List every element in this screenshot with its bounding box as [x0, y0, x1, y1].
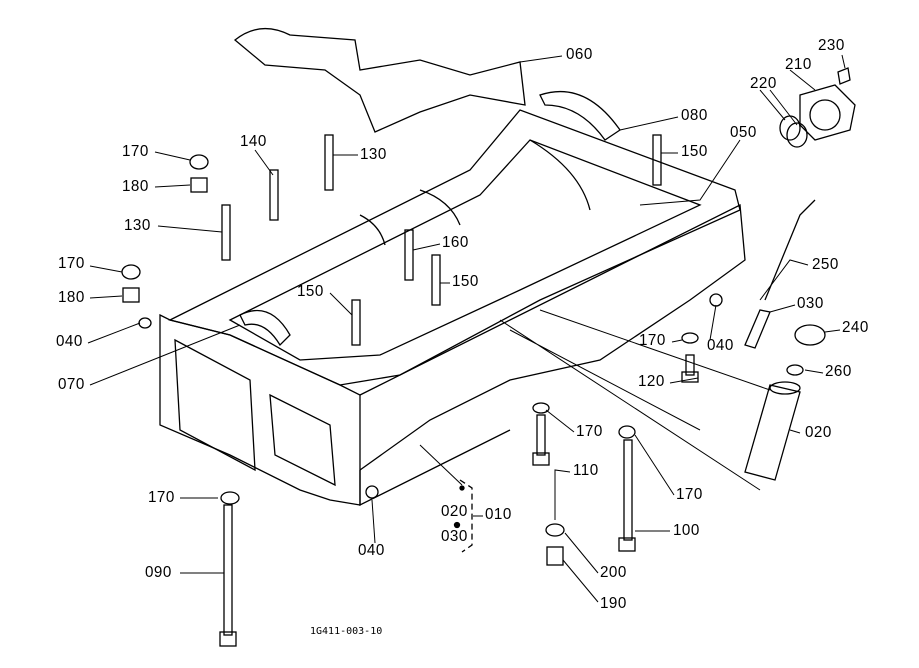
pan-side-wall: [359, 203, 746, 471]
pan-front-face: [159, 313, 361, 506]
callout-160: 160: [442, 234, 469, 251]
callout-030: 030: [441, 528, 468, 545]
o-ring: [779, 115, 801, 141]
callout-120: 120: [638, 373, 665, 390]
callout-210: 210: [785, 56, 812, 73]
callout-110: 110: [573, 462, 599, 479]
engine-block-outline: [233, 28, 526, 133]
callout-090: 090: [145, 564, 172, 581]
callout-140: 140: [240, 133, 267, 150]
callout-170: 170: [676, 486, 703, 503]
callout-200: 200: [600, 564, 627, 581]
callout-130: 130: [360, 146, 387, 163]
leader-lines: [87, 54, 846, 603]
callout-030: 030: [797, 295, 824, 312]
bearing-cap-070: [239, 309, 291, 347]
callout-070: 070: [58, 376, 85, 393]
callout-180: 180: [58, 289, 85, 306]
dipstick: [744, 199, 816, 349]
callout-150: 150: [297, 283, 324, 300]
front-opening: [174, 338, 256, 472]
studs: [221, 134, 662, 346]
cover-flange: [799, 84, 856, 141]
callout-220: 220: [750, 75, 777, 92]
callout-250: 250: [812, 256, 839, 273]
callout-170: 170: [148, 489, 175, 506]
callout-170: 170: [58, 255, 85, 272]
callout-050: 050: [730, 124, 757, 141]
callout-190: 190: [600, 595, 627, 612]
filler-pipe: [744, 384, 801, 481]
callout-180: 180: [122, 178, 149, 195]
callout-060: 060: [566, 46, 593, 63]
callout-170: 170: [576, 423, 603, 440]
callout-170: 170: [122, 143, 149, 160]
bolt-230: [837, 67, 851, 85]
callout-150: 150: [681, 143, 708, 160]
pan-inner-rim: [228, 139, 702, 361]
long-bolts: [121, 154, 723, 647]
callout-020: 020: [441, 503, 468, 520]
callout-240: 240: [842, 319, 869, 336]
callout-260: 260: [825, 363, 852, 380]
diagram-code: 1G411-003-10: [310, 626, 383, 637]
callout-230: 230: [818, 37, 845, 54]
callout-040: 040: [358, 542, 385, 559]
filler-cap: [794, 324, 826, 346]
callout-040: 040: [56, 333, 83, 350]
callout-130: 130: [124, 217, 151, 234]
callout-040: 040: [707, 337, 734, 354]
callout-150: 150: [452, 273, 479, 290]
callout-170: 170: [639, 332, 666, 349]
callout-010: 010: [485, 506, 512, 523]
callout-080: 080: [681, 107, 708, 124]
callout-020: 020: [805, 424, 832, 441]
callout-100: 100: [673, 522, 700, 539]
kit-bracket: [459, 479, 473, 553]
